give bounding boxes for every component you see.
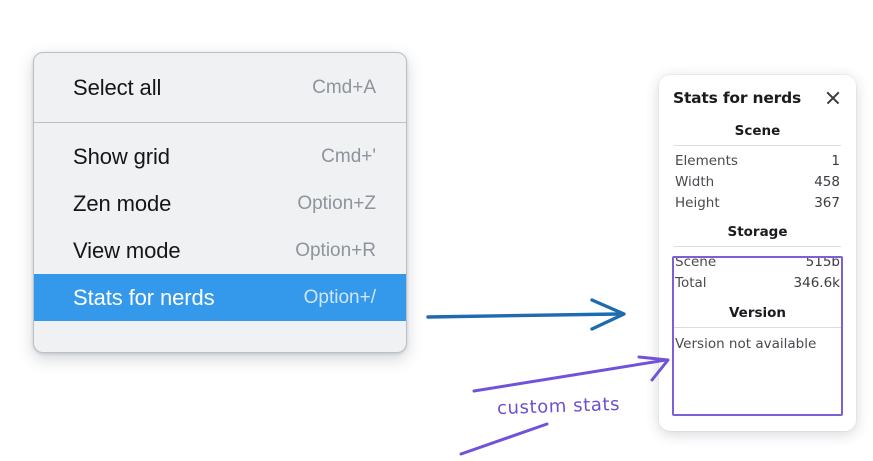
stat-key: Total (675, 274, 707, 291)
stat-value: 1 (831, 152, 840, 169)
blue-arrow-annotation (426, 298, 626, 331)
menu-item-label: Stats for nerds (73, 284, 215, 310)
menu-group-1: Select all Cmd+A (34, 53, 406, 122)
handwritten-note: custom stats (496, 393, 621, 420)
menu-group-2: Show grid Cmd+' Zen mode Option+Z View m… (34, 123, 406, 335)
stat-value: 458 (814, 173, 840, 190)
section-version: Version Version not available (672, 302, 843, 354)
section-scene: Scene Elements 1 Width 458 Height 367 (672, 120, 843, 213)
stat-row-elements: Elements 1 (672, 150, 843, 171)
stat-key: Height (675, 194, 720, 211)
menu-item-zen-mode[interactable]: Zen mode Option+Z (34, 180, 406, 227)
stat-value: 346.6k (793, 274, 840, 291)
divider (674, 145, 841, 146)
menu-item-stats-for-nerds[interactable]: Stats for nerds Option+/ (34, 274, 406, 321)
menu-item-shortcut: Cmd+' (321, 145, 376, 167)
menu-item-show-grid[interactable]: Show grid Cmd+' (34, 133, 406, 180)
menu-item-label: View mode (73, 237, 181, 263)
section-heading: Storage (727, 224, 788, 240)
page-title: Stats for nerds (673, 89, 802, 107)
menu-separator (34, 122, 406, 123)
stats-for-nerds-panel: Stats for nerds Scene Elements 1 Width 4… (659, 75, 856, 431)
menu-item-view-mode[interactable]: View mode Option+R (34, 227, 406, 274)
stat-row-height: Height 367 (672, 192, 843, 213)
section-heading: Scene (734, 123, 781, 139)
panel-header: Stats for nerds (672, 87, 843, 107)
divider (674, 246, 841, 247)
menu-item-label: Zen mode (73, 190, 172, 216)
version-text: Version not available (675, 336, 817, 352)
stat-row-width: Width 458 (672, 171, 843, 192)
stat-row-total-storage: Total 346.6k (672, 272, 843, 293)
menu-item-shortcut: Option+R (295, 239, 376, 261)
stat-key: Elements (675, 152, 738, 169)
menu-item-shortcut: Option+Z (297, 192, 376, 214)
section-storage: Storage Scene 515b Total 346.6k (672, 221, 843, 293)
section-heading: Version (728, 305, 787, 321)
purple-arrow-annotation (472, 355, 670, 393)
menu-item-label: Show grid (73, 143, 170, 169)
context-menu[interactable]: Select all Cmd+A Show grid Cmd+' Zen mod… (33, 52, 407, 353)
purple-underline-stroke (459, 422, 549, 456)
stat-value: 515b (805, 253, 840, 270)
menu-item-shortcut: Option+/ (303, 286, 376, 308)
menu-item-shortcut: Cmd+A (312, 76, 376, 98)
menu-item-label: Select all (73, 74, 162, 100)
stat-key: Width (675, 173, 715, 190)
menu-item-select-all[interactable]: Select all Cmd+A (34, 64, 406, 111)
stat-value: 367 (814, 194, 840, 211)
stat-key: Scene (675, 253, 717, 270)
divider (674, 327, 841, 328)
stat-row-scene-storage: Scene 515b (672, 251, 843, 272)
close-icon[interactable] (824, 89, 842, 107)
